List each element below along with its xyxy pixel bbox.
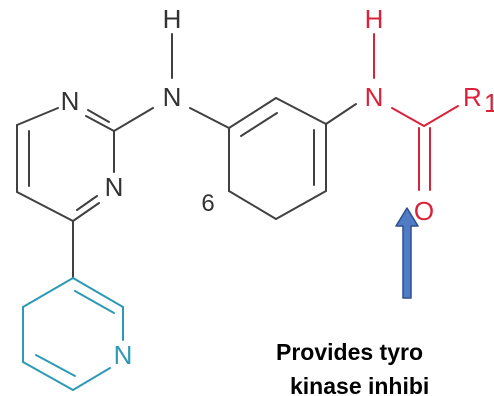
bond xyxy=(325,103,357,125)
bond xyxy=(87,109,110,123)
bond xyxy=(72,277,124,308)
bond xyxy=(423,105,459,127)
bond xyxy=(275,97,327,125)
bond xyxy=(113,107,154,132)
bond xyxy=(85,115,115,132)
amide-group xyxy=(373,33,459,191)
pyrimidine-ring xyxy=(16,107,115,222)
bond xyxy=(228,190,277,220)
bond xyxy=(275,190,327,220)
pyridine-ring xyxy=(22,277,124,391)
oxygen-atom: O xyxy=(414,196,434,226)
bond xyxy=(16,107,59,126)
bond xyxy=(228,97,277,129)
benzene-ring xyxy=(228,97,327,220)
bond xyxy=(16,191,74,222)
bond xyxy=(22,277,74,308)
pyridine-nitrogen: N xyxy=(114,340,133,370)
bond xyxy=(76,195,98,211)
up-arrow-icon xyxy=(395,207,419,299)
caption-line-1: Provides tyro xyxy=(276,339,423,365)
nitrogen-atom-left: N xyxy=(163,82,182,112)
hydrogen-atom-amide: H xyxy=(365,4,384,34)
bond xyxy=(240,112,278,137)
hydrogen-atom-left: H xyxy=(163,4,182,34)
caption-line-2: kinase inhibi xyxy=(290,373,429,396)
bond xyxy=(22,361,74,391)
bond xyxy=(35,354,76,377)
pyrimidine-nitrogen-1: N xyxy=(61,86,80,116)
bond xyxy=(391,107,425,127)
position-label-6: 6 xyxy=(201,190,214,217)
r-group-atom: R xyxy=(463,82,482,112)
bond xyxy=(72,202,100,222)
bond xyxy=(189,107,230,129)
r-group-subscript: 1 xyxy=(484,88,494,118)
bond xyxy=(74,290,115,314)
pyrimidine-nitrogen-3: N xyxy=(105,172,124,202)
bond xyxy=(72,367,111,391)
nitrogen-atom-amide: N xyxy=(365,82,384,112)
